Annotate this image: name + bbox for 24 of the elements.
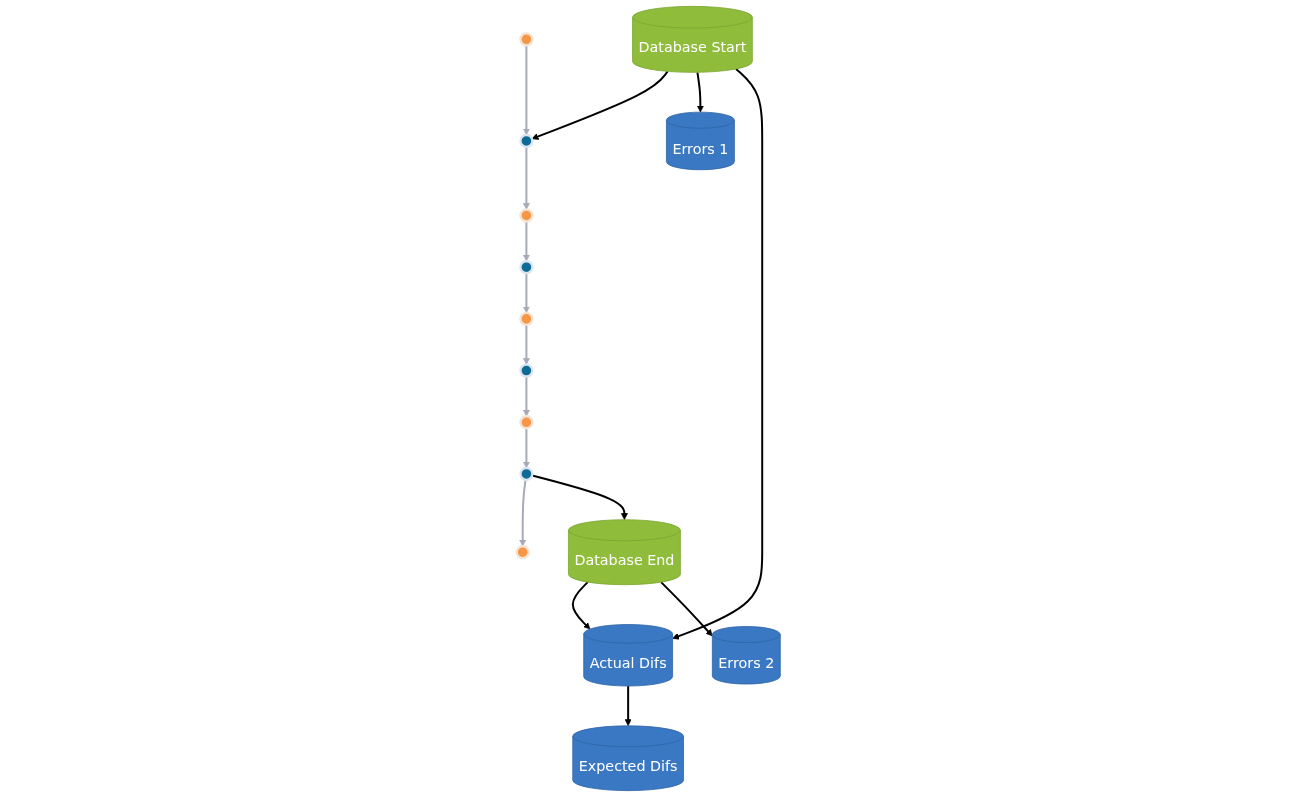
arrow [531, 70, 669, 140]
arrow [571, 581, 591, 630]
arrow [660, 581, 713, 637]
arrow [522, 272, 530, 314]
arrow [522, 44, 530, 136]
node-circle [519, 260, 534, 275]
arrow [522, 323, 530, 365]
arrow [672, 67, 764, 640]
arrow [522, 427, 530, 469]
arrow [522, 220, 530, 262]
arrow [531, 474, 628, 521]
node-circle [519, 133, 534, 149]
node-circle [519, 415, 534, 430]
node-circle [519, 466, 534, 482]
node-circle [515, 545, 530, 560]
arrow [522, 375, 530, 417]
node-circle [519, 32, 534, 47]
arrow [522, 145, 530, 210]
arrow [696, 71, 704, 113]
node-circle [519, 363, 534, 378]
node-circle [519, 311, 534, 327]
arrow [624, 685, 632, 727]
node-circle [519, 208, 534, 223]
arrow [519, 478, 527, 547]
